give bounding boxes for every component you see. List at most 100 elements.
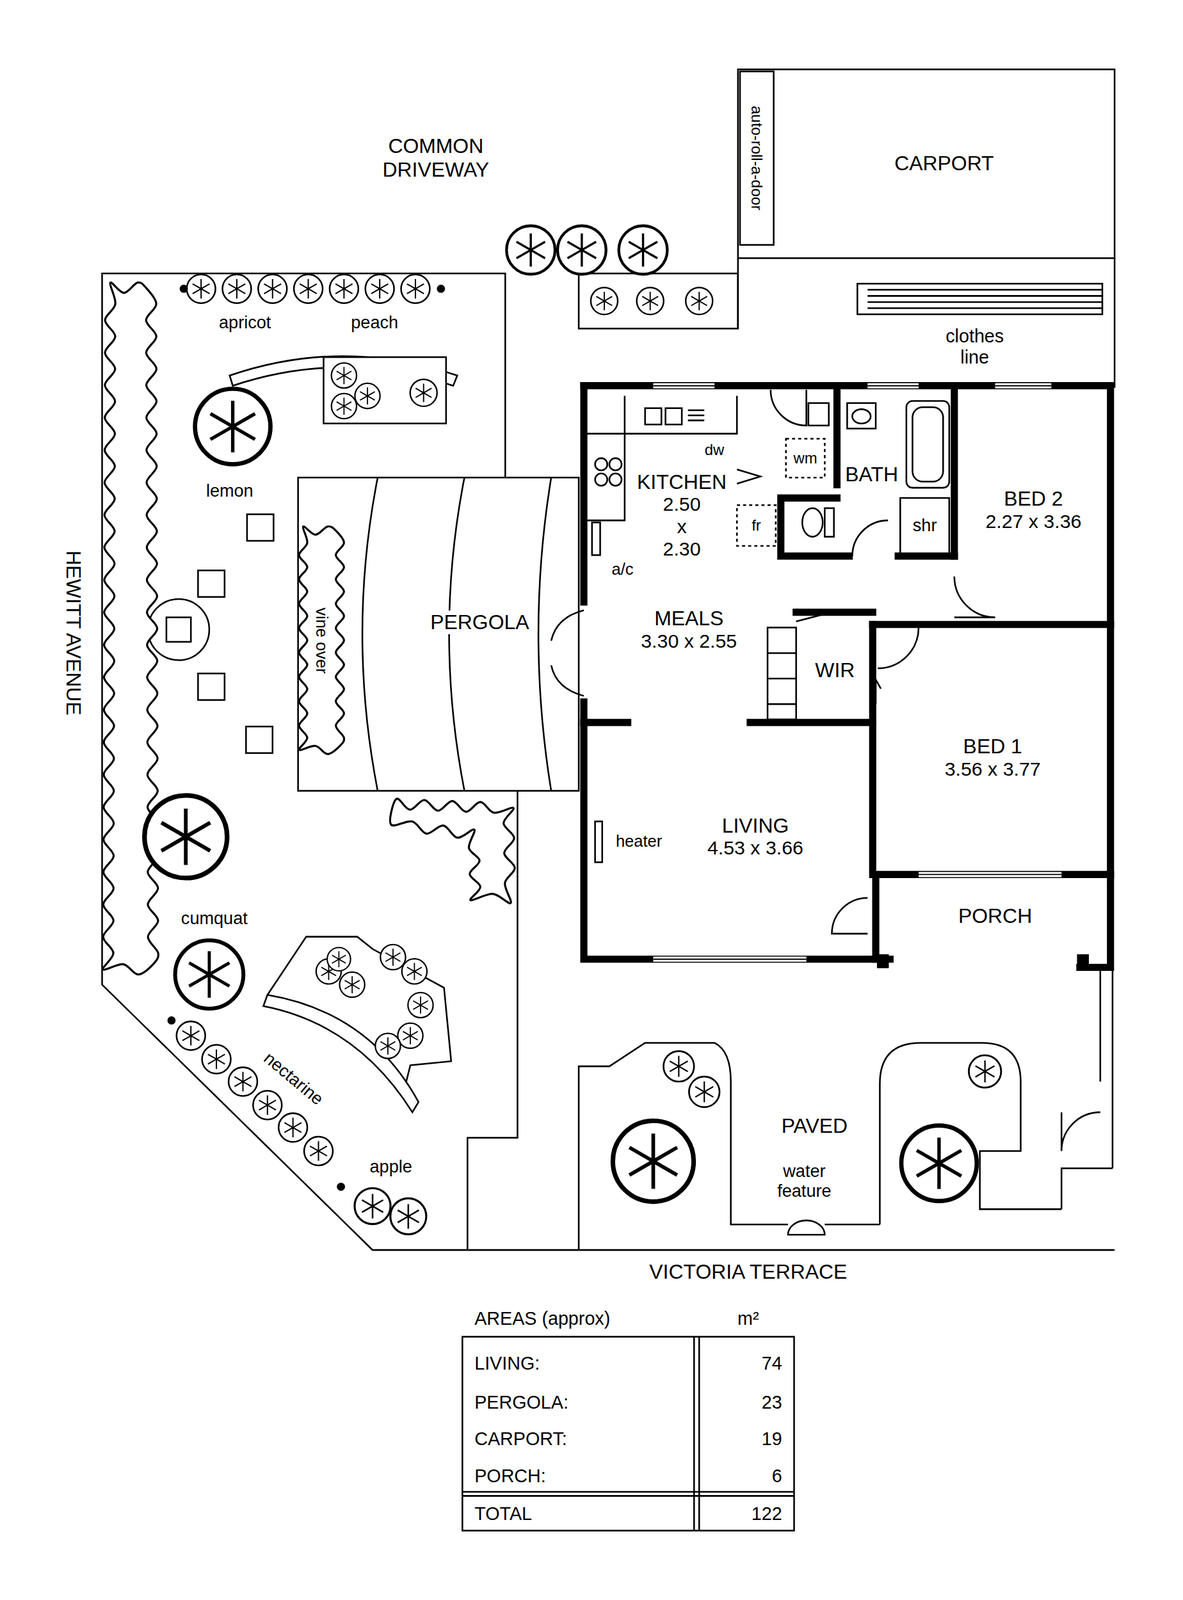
fixture [852, 520, 888, 557]
site-outline [1100, 967, 1113, 1169]
label-anchor: lemon [204, 480, 256, 501]
planting [103, 225, 1002, 1235]
site-outline [166, 617, 191, 643]
label-anchor: VICTORIA TERRACE [647, 1259, 849, 1284]
room-area: BED 13.56 x 3.77 [877, 714, 1108, 802]
house-wall [583, 702, 1111, 960]
label-anchor: COMMON DRIVEWAY [362, 134, 509, 182]
post-dot [179, 284, 189, 294]
table-cell: 74 [759, 1353, 785, 1375]
fixture [770, 389, 807, 426]
site-outline [1113, 257, 1116, 388]
label-anchor: TOTAL [472, 1503, 534, 1525]
site-outline [101, 69, 1115, 1251]
hedge-shape [298, 526, 345, 755]
plan-label: water feature [756, 1161, 853, 1201]
tree-symbol [636, 287, 664, 315]
tree-symbol [397, 1023, 423, 1049]
house-wall [583, 386, 1111, 968]
fixture [824, 508, 834, 538]
tree-symbol [222, 274, 252, 304]
tree-symbol [557, 225, 607, 275]
table-cell: TOTAL [472, 1503, 534, 1525]
room-area: KITCHEN2.50 x 2.30 [628, 454, 735, 577]
hedge-shape [389, 798, 515, 904]
room-name: LIVING [720, 814, 792, 838]
table-cell: m² [735, 1308, 761, 1330]
label-anchor: LIVING: [472, 1353, 542, 1375]
tree-symbol [663, 1051, 694, 1082]
tree-symbol [968, 1055, 1002, 1089]
tree-symbol [329, 274, 359, 304]
label-anchor: apricot [217, 312, 273, 333]
fixture [595, 821, 603, 863]
tree-symbol [685, 287, 713, 315]
label-anchor: PERGOLA: [472, 1391, 571, 1413]
label-anchor: CARPORT: [472, 1428, 570, 1450]
fixture [609, 473, 622, 486]
fixture [796, 609, 821, 622]
tree-symbol [390, 1198, 427, 1235]
room-area: PORCH [882, 893, 1108, 940]
site-outline [578, 273, 739, 329]
plan-label: peach [348, 312, 401, 333]
site-outline [788, 1220, 825, 1235]
fixture [609, 458, 622, 471]
label-anchor: shr [910, 515, 940, 536]
label-anchor: heater [613, 832, 664, 852]
tree-symbol [688, 1076, 720, 1108]
plan-label: PAVED [779, 1113, 850, 1138]
house-wall [583, 718, 873, 726]
room-area: PERGOLA [387, 597, 572, 649]
site-outline [578, 1042, 768, 1251]
tree-symbol [354, 1188, 391, 1225]
label-anchor: peach [348, 312, 401, 333]
site-outline [197, 673, 225, 700]
label-anchor: 6 [770, 1465, 785, 1487]
plan-label: cumquat [179, 908, 250, 929]
site-outline [298, 477, 579, 791]
tree-symbol [331, 362, 357, 388]
tree-symbol [375, 1033, 401, 1059]
fixture [551, 389, 1089, 968]
house-wall [583, 386, 1111, 968]
fixture [954, 576, 996, 618]
label-anchor: 74 [759, 1353, 785, 1375]
label-anchor: clothes line [926, 325, 1023, 369]
site-outline [247, 514, 274, 541]
plan-label: heater [613, 832, 664, 852]
room-name: PERGOLA [428, 610, 531, 635]
plan-label: apple [368, 1156, 415, 1177]
tree-symbol [278, 1113, 308, 1143]
label-anchor: cumquat [179, 908, 250, 929]
site-outline [857, 283, 1103, 315]
site-outline [879, 1042, 1062, 1225]
room-name: BED 2 [1001, 487, 1065, 511]
table-cell: PORCH: [472, 1465, 548, 1487]
tree-symbol [506, 225, 556, 275]
room-dimension: 4.53 x 3.66 [705, 837, 806, 860]
plan-label: lemon [204, 480, 256, 501]
house-wall [780, 498, 850, 557]
fixture [808, 403, 829, 426]
room-dimension: 3.30 x 2.55 [638, 630, 739, 653]
label-anchor: HEWITT AVENUE [61, 548, 86, 718]
post-dot [436, 284, 445, 294]
plan-label: vine over [312, 606, 331, 676]
site-outline [1061, 1168, 1113, 1210]
room-name: MEALS [652, 606, 726, 631]
fixture [1078, 955, 1089, 968]
fixture [877, 627, 919, 669]
plan-label: auto-roll-a-door [747, 103, 765, 212]
label-anchor: fr [749, 516, 764, 534]
tree-symbol [195, 389, 271, 465]
fixture [624, 396, 737, 435]
plan-label: a/c [610, 560, 636, 579]
tree-symbol [339, 972, 365, 998]
fixture [870, 679, 881, 705]
tree-symbol [401, 274, 431, 304]
label-anchor: water feature [756, 1161, 853, 1201]
fixture [767, 627, 797, 720]
